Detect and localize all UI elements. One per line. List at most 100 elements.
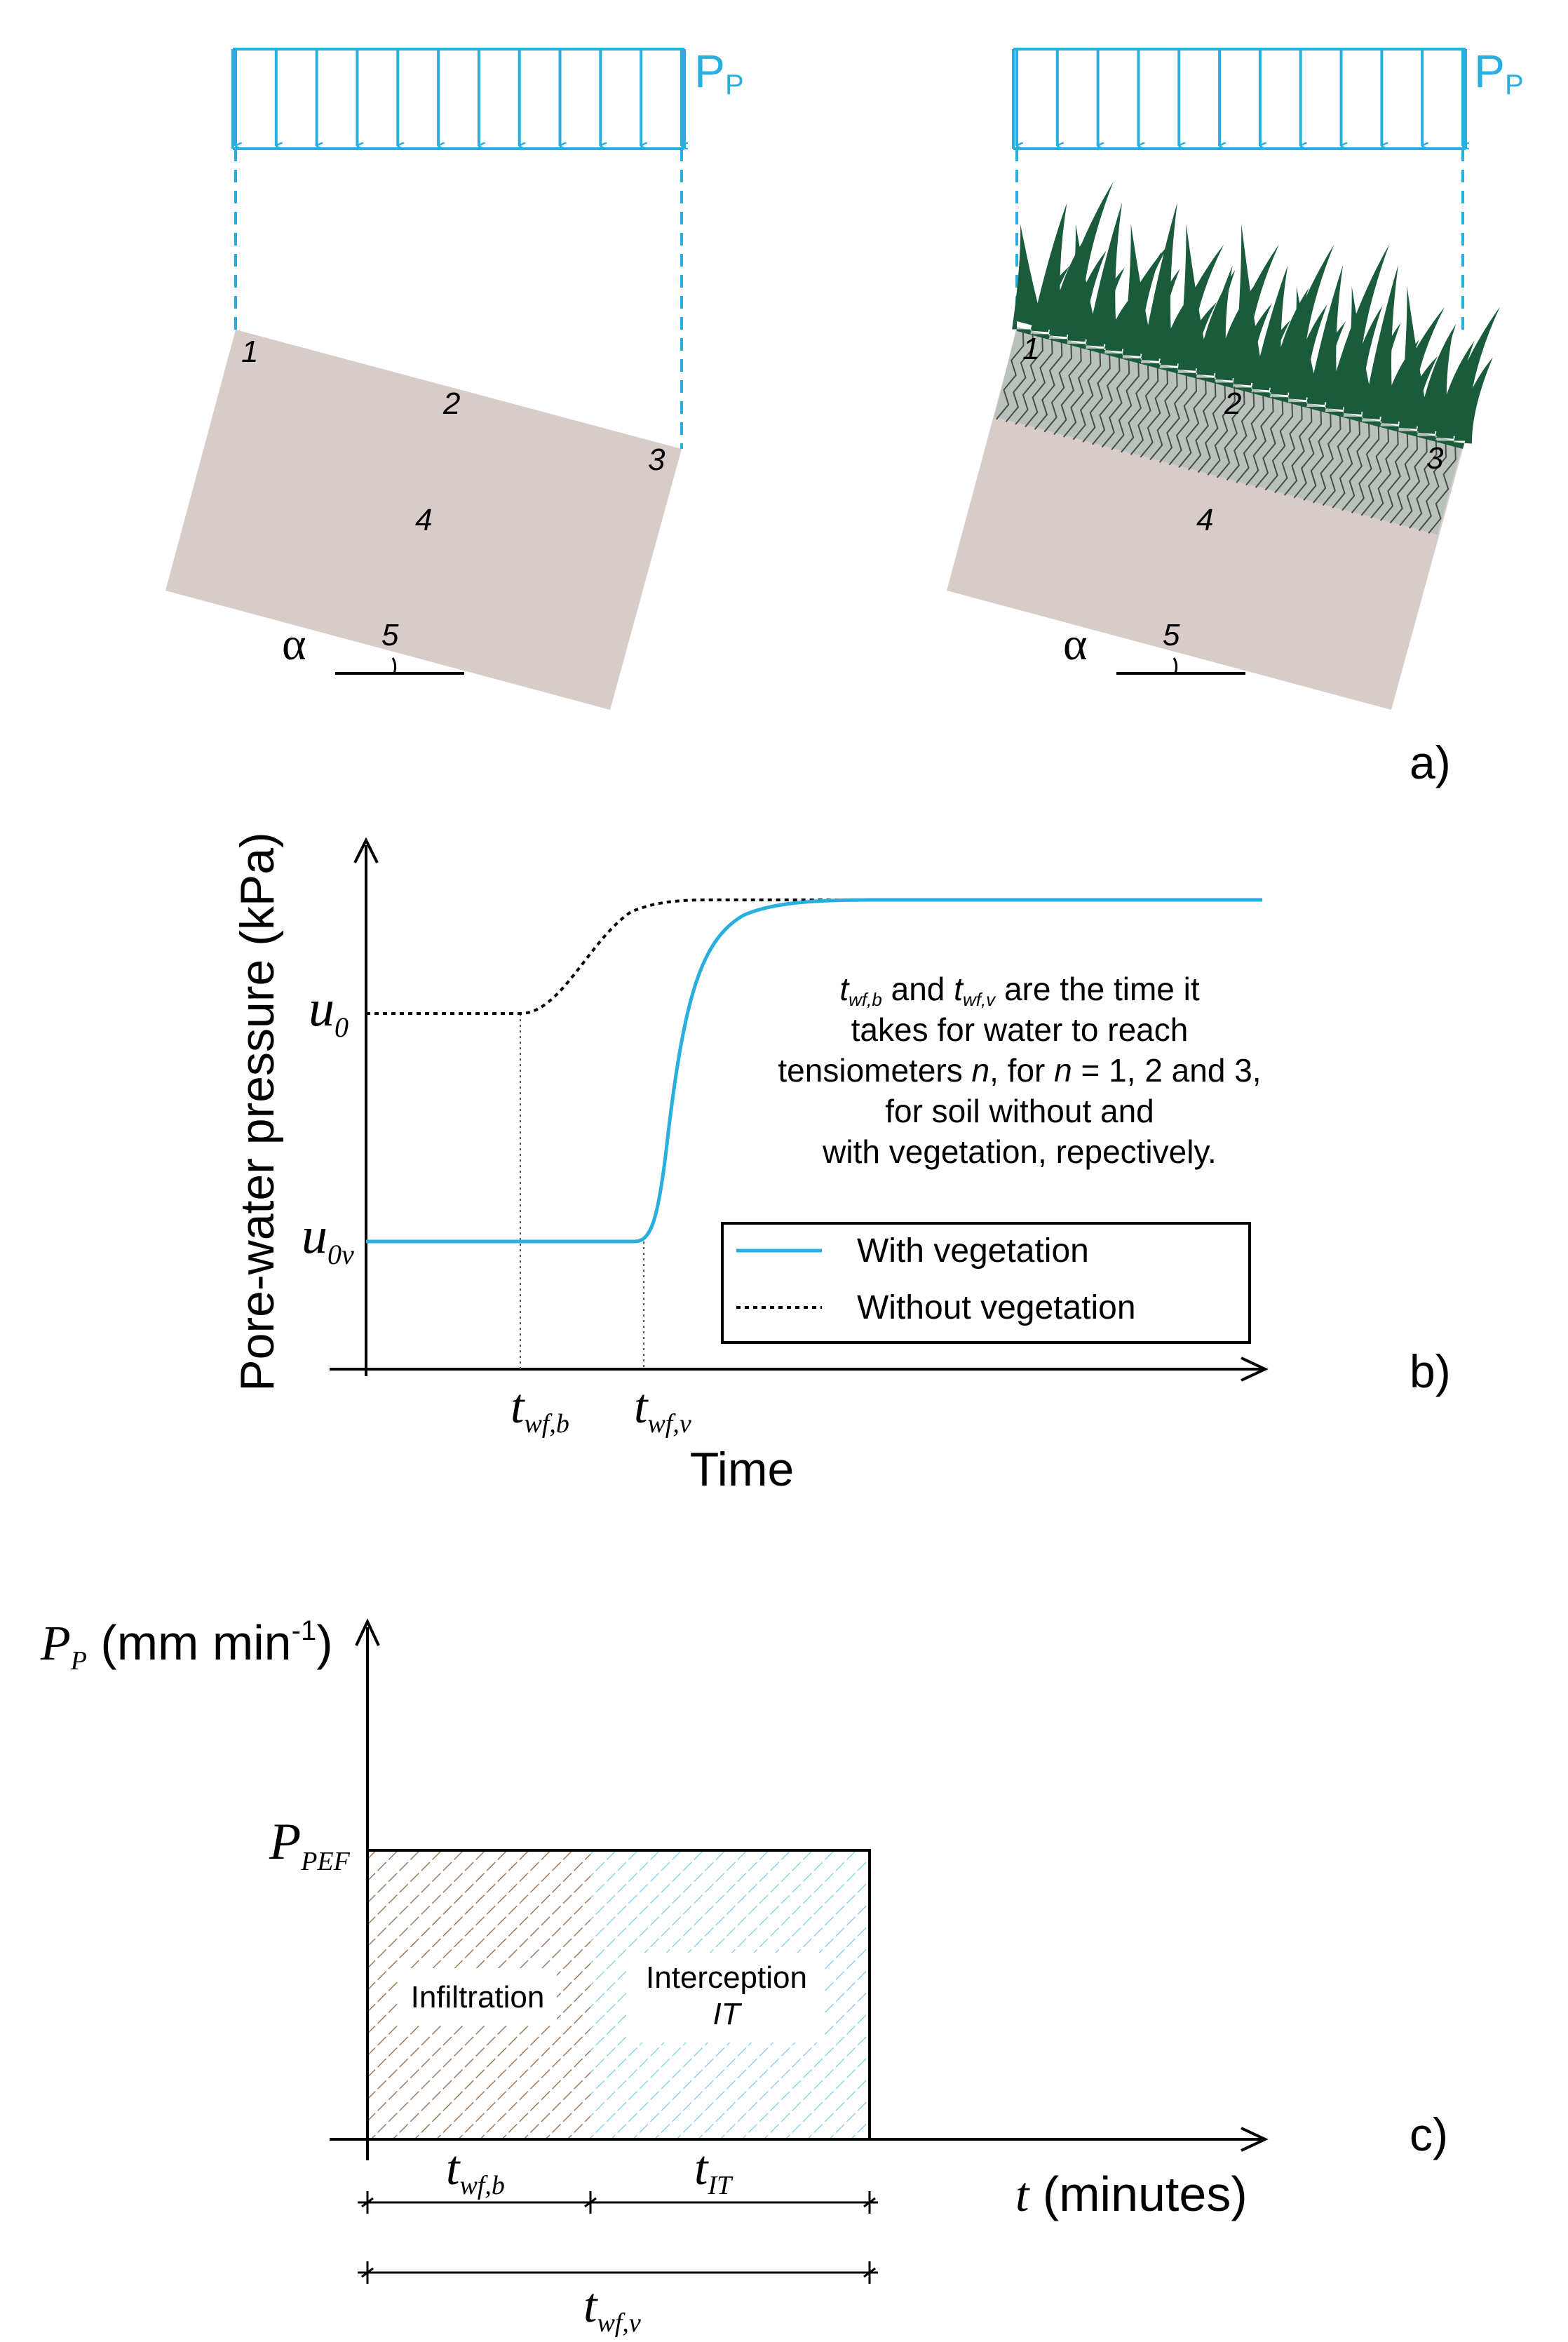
root-line [1207, 386, 1236, 476]
root-zone [994, 327, 1463, 534]
point-1-right: 1 [1022, 332, 1039, 366]
legend-label-with-vegetation: With vegetation [857, 1232, 1089, 1270]
point-3-right: 3 [1426, 441, 1444, 476]
root-line [1140, 368, 1168, 458]
svg-text:twf,b and twf,v are the time i: twf,b and twf,v are the time it [839, 971, 1199, 1010]
point-4-left: 4 [415, 503, 432, 537]
soil-block-left [165, 330, 682, 710]
root-line [1341, 422, 1370, 511]
rain-load-right [1012, 48, 1466, 330]
b-ylabel: Pore-water pressure (kPa) [231, 832, 284, 1391]
b-y-axis-arrow [353, 837, 379, 863]
root-line [1034, 341, 1063, 430]
panel-a: PP 1 2 3 4 5 α PP [165, 45, 1524, 788]
load-label-right: PP [1474, 45, 1524, 100]
legend-label-without-vegetation: Without vegetation [857, 1289, 1136, 1326]
root-line [1149, 371, 1178, 461]
twfv-label: twf,v [634, 1380, 691, 1439]
u0v-label: u0v [302, 1207, 354, 1270]
point-5-left: 5 [381, 618, 399, 652]
panel-a-label: a) [1410, 736, 1451, 788]
root-line [1101, 358, 1130, 448]
b-legend: With vegetation Without vegetation [721, 1222, 1251, 1344]
root-line [1062, 349, 1092, 438]
root-line [1178, 379, 1207, 469]
point-3-left: 3 [648, 443, 665, 477]
b-xlabel: Time [690, 1443, 795, 1496]
root-line [1303, 412, 1332, 501]
root-line [1226, 391, 1255, 481]
root-line [1351, 424, 1380, 513]
root-line [1168, 376, 1198, 466]
root-line [1053, 346, 1082, 436]
root-line [1005, 333, 1034, 423]
ppef-rectangle [367, 1849, 871, 2139]
root-line [1197, 384, 1226, 473]
root-line [1217, 389, 1245, 478]
root-line [1389, 434, 1419, 524]
rain-load-left [231, 48, 684, 449]
point-2-left: 2 [442, 386, 460, 421]
panel-b-label: b) [1410, 1345, 1451, 1397]
root-line [1283, 407, 1313, 496]
duration-dimensions [358, 2191, 878, 2284]
root-lines [996, 330, 1457, 534]
root-line [1264, 401, 1294, 491]
u0-label: u0 [309, 980, 349, 1043]
svg-text:for soil without and: for soil without and [885, 1093, 1154, 1129]
root-line [1370, 429, 1399, 519]
root-line [1274, 404, 1303, 494]
root-line [1245, 396, 1274, 486]
interception-label-bg [627, 1953, 825, 2042]
vegetated-soil-diagram: PP 1 2 3 4 5 α [947, 45, 1524, 710]
root-line [1121, 363, 1149, 453]
point-2-right: 2 [1224, 386, 1241, 421]
root-line [1293, 409, 1323, 499]
root-line [1418, 442, 1447, 532]
root-line [996, 330, 1025, 420]
root-line [1111, 361, 1140, 450]
panel-c: Infiltration Interception IT PP (mm min-… [40, 1615, 1448, 2338]
root-line [1092, 356, 1121, 445]
root-line [1313, 414, 1341, 504]
panel-c-label: c) [1410, 2108, 1448, 2160]
ppef-label: PPEF [269, 1813, 351, 1876]
root-line [1255, 399, 1284, 488]
root-line [1072, 351, 1102, 440]
svg-text:with vegetation, repectively.: with vegetation, repectively. [822, 1133, 1217, 1170]
b-note: twf,b and twf,v are the time it takes fo… [778, 971, 1261, 1170]
root-line [1428, 445, 1457, 534]
c-tit-label: tIT [694, 2141, 734, 2200]
infiltration-label-bg [398, 1968, 557, 2024]
c-ylabel: PP (mm min-1) [40, 1615, 333, 1676]
root-line [1188, 381, 1217, 471]
load-label-left: PP [694, 45, 744, 100]
alpha-left: α [282, 619, 306, 670]
root-line [1082, 354, 1111, 443]
c-xlabel: t (minutes) [1015, 2167, 1248, 2222]
root-line [1399, 437, 1428, 527]
curve-without-vegetation [366, 899, 1262, 1015]
root-line [1015, 335, 1043, 425]
twfb-label: twf,b [511, 1380, 569, 1439]
root-line [1332, 419, 1360, 509]
root-line [1236, 393, 1264, 483]
alpha-right: α [1063, 619, 1088, 670]
grass-vegetation [1012, 182, 1500, 449]
point-5-right: 5 [1163, 618, 1180, 652]
c-twfb-label: twf,b [446, 2141, 505, 2200]
root-line [1158, 374, 1188, 463]
c-twfv-label: twf,v [583, 2279, 641, 2338]
c-y-axis-arrow [355, 1618, 380, 1646]
root-line [1409, 439, 1438, 529]
slope-angle-arc-left [391, 657, 397, 674]
root-line [1025, 338, 1053, 428]
it-label: IT [712, 1997, 742, 2031]
bare-soil-diagram: PP 1 2 3 4 5 α [165, 45, 744, 710]
svg-text:tensiometers n, for n = 1, 2 a: tensiometers n, for n = 1, 2 and 3, [778, 1052, 1261, 1089]
root-line [1360, 426, 1389, 516]
panel-b: Pore-water pressure (kPa) Time u0 u0v tw… [231, 832, 1451, 1496]
point-1-left: 1 [241, 335, 258, 369]
slope-angle-arc-right [1172, 657, 1178, 674]
